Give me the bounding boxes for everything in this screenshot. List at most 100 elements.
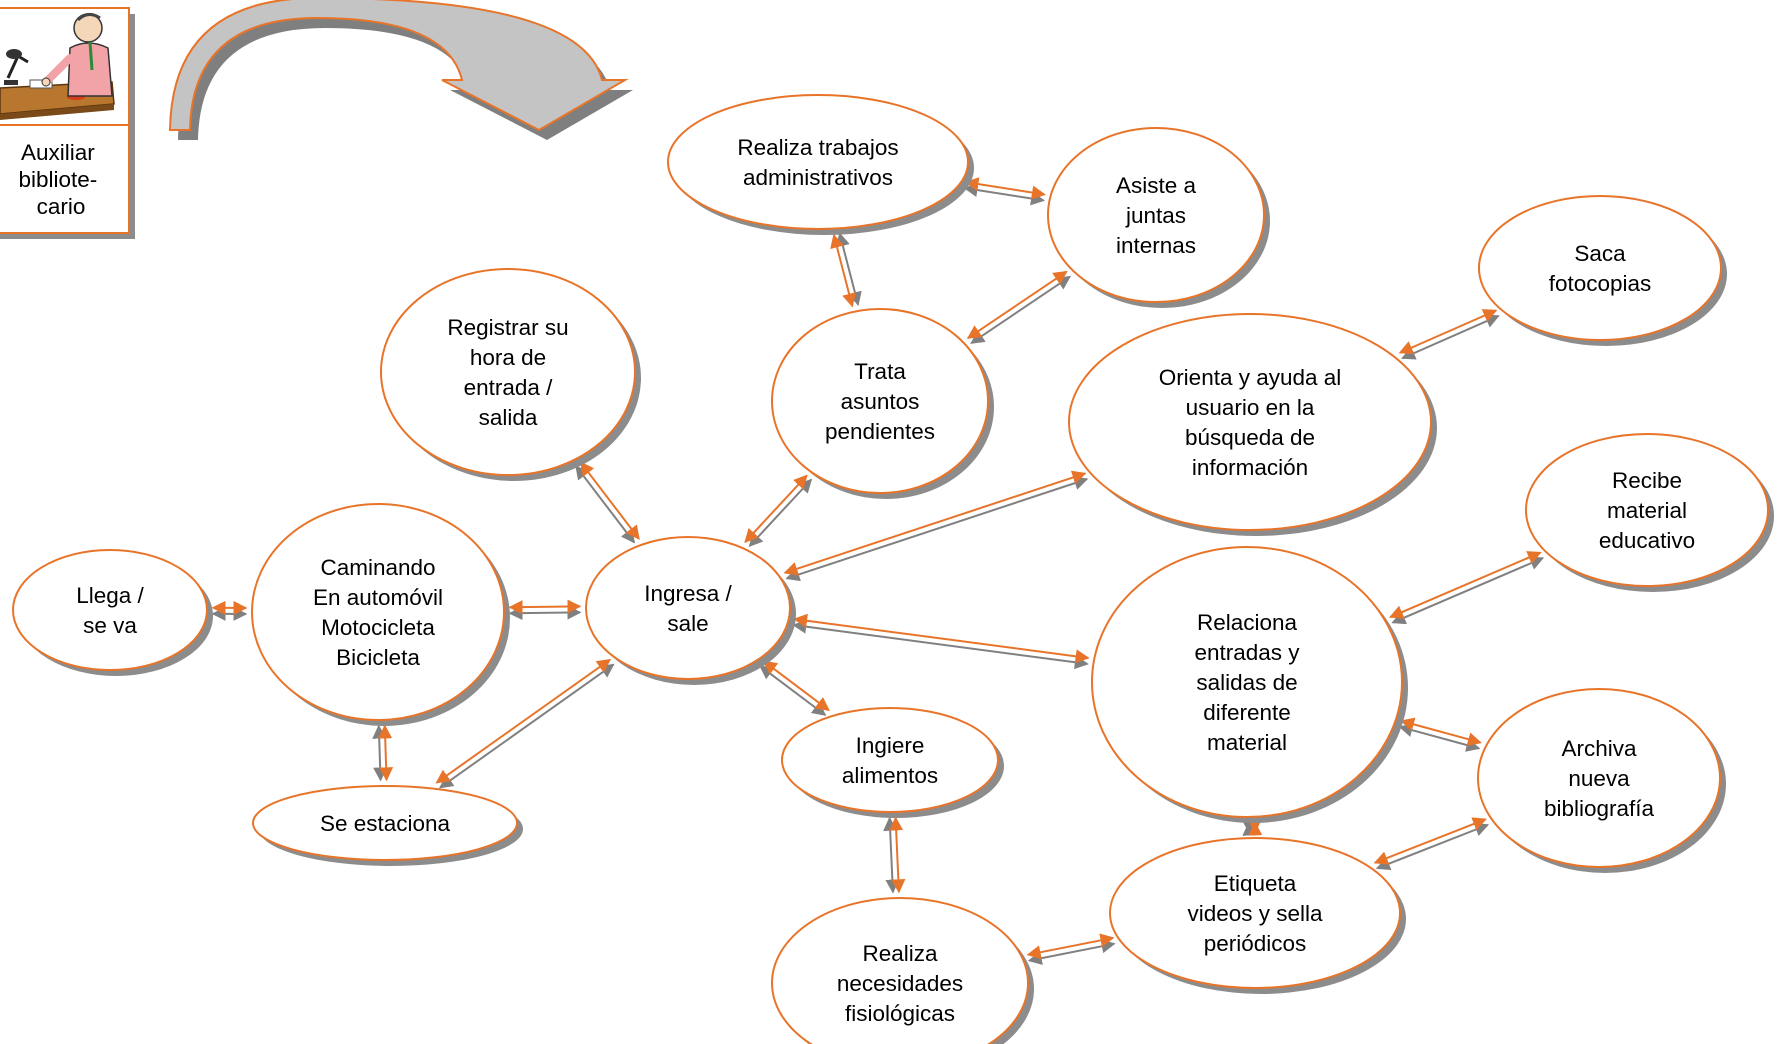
connectors: [211, 177, 1545, 966]
node-ellipse: [1091, 546, 1403, 818]
node-ellipse: [380, 268, 636, 476]
connector-line: [1400, 717, 1482, 747]
node-label: Llega /se va: [76, 583, 144, 638]
connector-registrar-ingresa: [575, 461, 640, 544]
connector-line: [435, 658, 612, 784]
connector-line: [508, 599, 582, 615]
node-ellipse: [585, 536, 791, 680]
connector-line: [1026, 933, 1115, 960]
connector-shadow-line: [575, 465, 635, 544]
connector-trabajos-juntas: [963, 177, 1046, 206]
node-ellipse: [771, 308, 989, 494]
connector-shadow-line: [1398, 723, 1481, 752]
node-ellipse: [667, 94, 969, 230]
node-ingresa: Ingresa /sale: [585, 536, 796, 685]
connector-relaciona-etiqueta: [1241, 819, 1263, 836]
node-ellipse: [1478, 195, 1722, 341]
connector-ingresa-relaciona: [792, 613, 1090, 670]
node-ellipse: [1109, 837, 1401, 989]
connector-necesidades-etiqueta: [1026, 933, 1116, 966]
connector-shadow-line: [1375, 822, 1490, 871]
connector-line: [1398, 309, 1498, 355]
role-label: Auxiliar bibliote- cario: [18, 140, 103, 219]
node-ellipse: [781, 707, 999, 813]
connector-shadow-line: [508, 605, 582, 621]
connector-line: [966, 270, 1068, 339]
connector-line: [1389, 551, 1542, 619]
connector-trata-trabajos: [830, 232, 862, 308]
connector-orienta-fotocopias: [1398, 309, 1500, 360]
connector-shadow-line: [792, 619, 1089, 670]
connector-line: [378, 724, 394, 782]
connector-line: [830, 233, 856, 308]
node-ellipse: [771, 897, 1029, 1044]
curved-banner-arrow: [168, 0, 633, 140]
node-llega: Llega /se va: [12, 549, 213, 676]
connector-ingiere-necesidades: [883, 816, 906, 894]
connector-shadow-line: [759, 665, 827, 716]
connector-estaciona-ingresa: [435, 658, 615, 789]
connector-transporte-ingresa: [508, 599, 582, 621]
node-ellipse: [1525, 433, 1769, 587]
connector-shadow-line: [785, 476, 1089, 582]
connector-shadow-line: [1401, 314, 1500, 360]
connector-line: [889, 816, 906, 894]
node-ellipse: [1477, 688, 1721, 868]
connector-relaciona-archiva: [1398, 717, 1482, 752]
connector-shadow-line: [883, 816, 900, 894]
connector-trata-juntas: [966, 270, 1072, 344]
node-ellipse: [252, 785, 518, 861]
connector-shadow-line: [970, 275, 1072, 344]
connector-line: [744, 474, 808, 543]
connector-shadow-line: [372, 724, 388, 782]
connector-ingresa-orienta: [783, 470, 1089, 582]
connector-line: [783, 470, 1087, 576]
connector-ingresa-trata: [744, 474, 813, 548]
connector-line: [762, 660, 830, 712]
connector-shadow-line: [963, 183, 1045, 206]
connector-line: [579, 461, 640, 540]
connector-llega-transporte: [211, 600, 248, 621]
connector-line: [964, 177, 1046, 200]
role-card: Auxiliar bibliote- cario: [0, 7, 135, 239]
connector-line: [793, 613, 1090, 664]
node-ellipse: [12, 549, 208, 671]
connector-transporte-estaciona: [372, 724, 394, 782]
connector-shadow-line: [1391, 556, 1545, 625]
connector-etiqueta-archiva: [1373, 817, 1490, 871]
node-label: Ingresa /sale: [644, 581, 732, 636]
connector-ingresa-ingiere: [759, 660, 830, 716]
node-estaciona: Se estaciona: [252, 785, 523, 866]
connector-line: [1373, 817, 1487, 865]
connector-relaciona-recibe: [1389, 551, 1545, 625]
node-ellipse: [251, 503, 505, 721]
node-ellipse: [1047, 127, 1265, 303]
